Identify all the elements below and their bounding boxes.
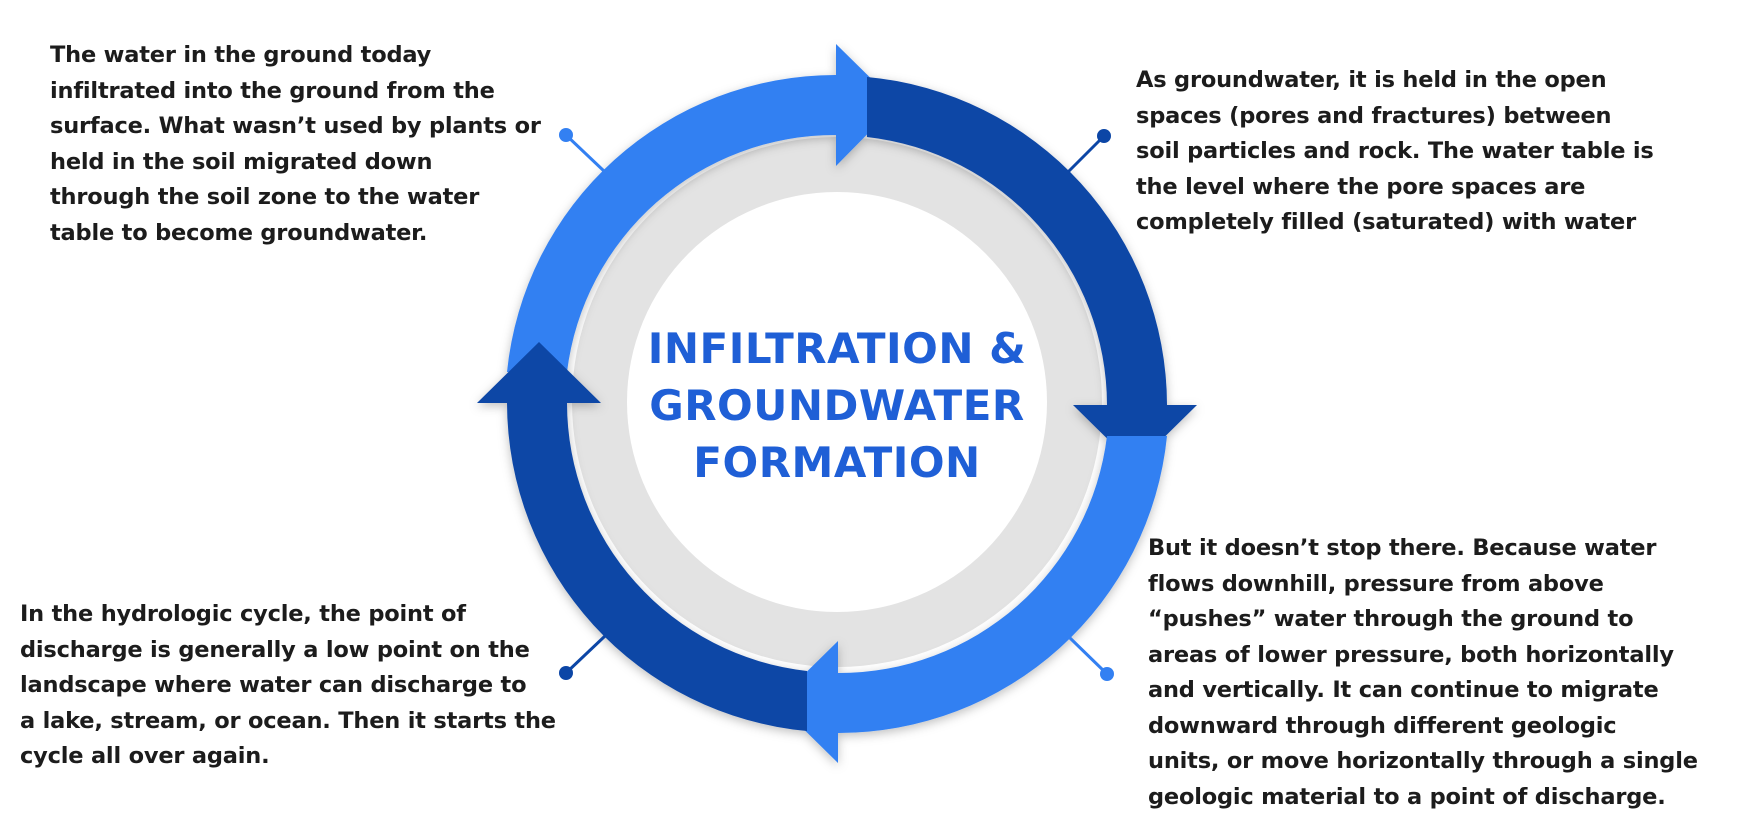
text-line: As groundwater, it is held in the open xyxy=(1136,67,1607,93)
text-block-bottom-right: But it doesn’t stop there. Because water… xyxy=(1148,531,1698,815)
text-line: the level where the pore spaces are xyxy=(1136,173,1586,200)
text-line: In the hydrologic cycle, the point of xyxy=(20,601,466,627)
title-line: GROUNDWATER xyxy=(649,381,1025,430)
connector-top-left xyxy=(559,128,607,174)
text-line: a lake, stream, or ocean. Then it starts… xyxy=(20,707,556,734)
text-block-top-right: As groundwater, it is held in the open s… xyxy=(1136,63,1654,241)
cycle-arrow-top-left xyxy=(507,44,897,372)
connector-bottom-left xyxy=(559,634,607,680)
text-line: “pushes” water through the ground to xyxy=(1148,606,1634,632)
cycle-arrow-bottom-left xyxy=(477,342,807,731)
text-line: spaces (pores and fractures) between xyxy=(1136,102,1612,129)
text-line: soil particles and rock. The water table… xyxy=(1136,138,1654,164)
connector-top-right xyxy=(1066,129,1111,174)
title-line: FORMATION xyxy=(693,438,981,487)
text-block-top-left: The water in the ground today infiltrate… xyxy=(50,38,541,251)
cycle-arrow-bottom-right xyxy=(776,436,1167,763)
text-line: areas of lower pressure, both horizontal… xyxy=(1148,641,1674,668)
text-line: table to become groundwater. xyxy=(50,219,428,246)
text-line: The water in the ground today xyxy=(50,42,432,68)
diagram-title: INFILTRATION & GROUNDWATER FORMATION xyxy=(612,320,1062,491)
text-line: completely filled (saturated) with water xyxy=(1136,209,1637,235)
text-line: held in the soil migrated down xyxy=(50,148,433,175)
text-line: surface. What wasn’t used by plants or xyxy=(50,113,541,139)
text-line: and vertically. It can continue to migra… xyxy=(1148,677,1659,703)
text-line: through the soil zone to the water xyxy=(50,184,480,210)
text-block-bottom-left: In the hydrologic cycle, the point of di… xyxy=(20,597,556,775)
connector-bottom-right xyxy=(1068,636,1114,681)
text-line: geologic material to a point of discharg… xyxy=(1148,783,1666,810)
text-line: discharge is generally a low point on th… xyxy=(20,636,530,663)
title-line: INFILTRATION & xyxy=(647,324,1027,373)
text-line: But it doesn’t stop there. Because water xyxy=(1148,535,1657,561)
text-line: downward through different geologic xyxy=(1148,712,1617,739)
text-line: units, or move horizontally through a si… xyxy=(1148,748,1698,774)
center-disc xyxy=(627,192,1047,612)
text-line: landscape where water can discharge to xyxy=(20,672,527,698)
text-line: infiltrated into the ground from the xyxy=(50,77,495,104)
text-line: cycle all over again. xyxy=(20,743,270,769)
text-line: flows downhill, pressure from above xyxy=(1148,570,1604,597)
cycle-arrow-top-right xyxy=(867,77,1197,466)
